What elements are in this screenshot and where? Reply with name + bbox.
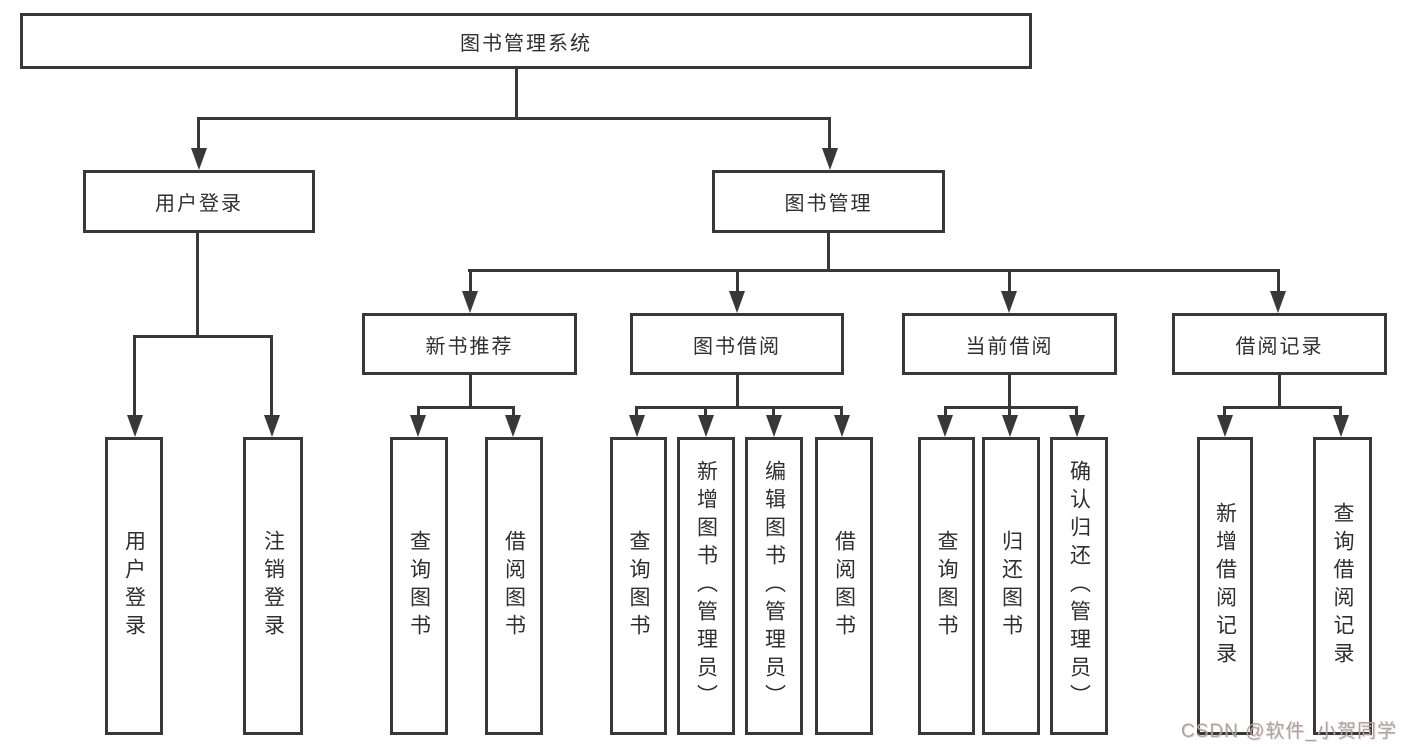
leaf-recommend-query-book-label: 查询图书 bbox=[407, 530, 431, 642]
node-borrow-records-label: 借阅记录 bbox=[1235, 335, 1324, 358]
node-root-label: 图书管理系统 bbox=[460, 32, 592, 55]
connector-line bbox=[133, 335, 136, 415]
node-user-login: 用户登录 bbox=[83, 170, 315, 233]
connector-line bbox=[197, 117, 200, 149]
connector-line bbox=[417, 406, 420, 418]
connector-line bbox=[196, 233, 199, 335]
node-book-management-label: 图书管理 bbox=[784, 193, 873, 215]
leaf-borrow-borrow-book: 借阅图书 bbox=[815, 437, 873, 735]
leaf-current-confirm-return-admin: 确认归还（管理员） bbox=[1050, 437, 1108, 735]
leaf-borrow-add-book-admin-label: 新增图书（管理员） bbox=[694, 460, 718, 712]
connector-line bbox=[133, 335, 273, 338]
leaf-recommend-query-book: 查询图书 bbox=[390, 437, 448, 735]
arrow-down-icon bbox=[1001, 291, 1017, 313]
connector-line bbox=[1223, 406, 1226, 418]
leaf-borrow-query-book-label: 查询图书 bbox=[627, 530, 650, 642]
leaf-logout: 注销登录 bbox=[243, 437, 303, 735]
leaf-current-confirm-return-admin-label: 确认归还（管理员） bbox=[1067, 460, 1091, 712]
arrow-down-icon bbox=[1069, 415, 1085, 437]
connector-line bbox=[1339, 406, 1342, 418]
node-book-borrow-label: 图书借阅 bbox=[693, 335, 781, 358]
arrow-down-icon bbox=[766, 415, 782, 437]
leaf-records-query-record-label: 查询借阅记录 bbox=[1331, 502, 1354, 670]
arrow-down-icon bbox=[127, 415, 143, 437]
node-new-book-recommend-label: 新书推荐 bbox=[425, 335, 514, 358]
leaf-user-login: 用户登录 bbox=[105, 437, 163, 735]
leaf-borrow-query-book: 查询图书 bbox=[610, 437, 667, 735]
node-book-borrow: 图书借阅 bbox=[630, 313, 844, 375]
arrow-down-icon bbox=[1002, 415, 1018, 437]
arrow-down-icon bbox=[1333, 415, 1349, 437]
connector-line bbox=[469, 375, 472, 406]
connector-line bbox=[469, 269, 472, 291]
arrow-down-icon bbox=[1270, 291, 1286, 313]
leaf-logout-label: 注销登录 bbox=[261, 530, 285, 642]
leaf-records-query-record: 查询借阅记录 bbox=[1313, 437, 1372, 735]
connector-line bbox=[1008, 269, 1011, 291]
arrow-down-icon bbox=[834, 415, 850, 437]
node-borrow-records: 借阅记录 bbox=[1172, 313, 1387, 375]
leaf-user-login-label: 用户登录 bbox=[122, 530, 146, 642]
arrow-down-icon bbox=[264, 415, 280, 437]
leaf-current-return-book: 归还图书 bbox=[982, 437, 1040, 735]
connector-line bbox=[827, 233, 830, 269]
watermark-text: CSDN @软件_小贺同学 bbox=[1181, 721, 1397, 742]
leaf-borrow-edit-book-admin-label: 编辑图书（管理员） bbox=[762, 460, 786, 712]
connector-line bbox=[704, 406, 707, 418]
connector-line bbox=[417, 406, 515, 409]
arrow-down-icon bbox=[729, 291, 745, 313]
leaf-recommend-borrow-book: 借阅图书 bbox=[485, 437, 543, 735]
leaf-borrow-add-book-admin: 新增图书（管理员） bbox=[677, 437, 735, 735]
leaf-records-add-record: 新增借阅记录 bbox=[1197, 437, 1253, 735]
node-current-borrow-label: 当前借阅 bbox=[965, 335, 1054, 358]
leaf-borrow-edit-book-admin: 编辑图书（管理员） bbox=[745, 437, 803, 735]
connector-line bbox=[468, 269, 1280, 272]
node-book-management: 图书管理 bbox=[712, 170, 945, 233]
connector-line bbox=[944, 406, 947, 418]
leaf-current-query-book: 查询图书 bbox=[918, 437, 975, 735]
arrow-down-icon bbox=[822, 148, 838, 170]
arrow-down-icon bbox=[191, 148, 207, 170]
arrow-down-icon bbox=[462, 291, 478, 313]
leaf-current-return-book-label: 归还图书 bbox=[999, 530, 1023, 642]
node-user-login-label: 用户登录 bbox=[155, 193, 243, 215]
arrow-down-icon bbox=[1217, 415, 1233, 437]
leaf-current-query-book-label: 查询图书 bbox=[935, 530, 958, 642]
connector-line bbox=[1277, 269, 1280, 291]
node-new-book-recommend: 新书推荐 bbox=[362, 313, 577, 375]
connector-line bbox=[1075, 406, 1078, 418]
node-current-borrow: 当前借阅 bbox=[902, 313, 1117, 375]
arrow-down-icon bbox=[937, 415, 953, 437]
connector-line bbox=[840, 406, 843, 418]
connector-line bbox=[1008, 375, 1011, 406]
connector-line bbox=[828, 117, 831, 149]
arrow-down-icon bbox=[505, 415, 521, 437]
connector-line bbox=[512, 406, 515, 418]
arrow-down-icon bbox=[629, 415, 645, 437]
leaf-recommend-borrow-book-label: 借阅图书 bbox=[502, 530, 526, 642]
connector-line bbox=[1008, 406, 1011, 418]
connector-line bbox=[197, 117, 831, 120]
leaf-borrow-borrow-book-label: 借阅图书 bbox=[832, 530, 856, 642]
connector-line bbox=[270, 335, 273, 415]
connector-line bbox=[635, 406, 843, 409]
leaf-records-add-record-label: 新增借阅记录 bbox=[1213, 502, 1237, 670]
connector-line bbox=[944, 406, 1078, 409]
arrow-down-icon bbox=[698, 415, 714, 437]
node-root: 图书管理系统 bbox=[20, 13, 1032, 69]
connector-line bbox=[736, 375, 739, 406]
connector-line bbox=[1224, 406, 1342, 409]
connector-line bbox=[515, 69, 518, 117]
connector-line bbox=[736, 269, 739, 291]
connector-line bbox=[635, 406, 638, 418]
connector-line bbox=[772, 406, 775, 418]
connector-line bbox=[1278, 375, 1281, 406]
arrow-down-icon bbox=[410, 415, 426, 437]
